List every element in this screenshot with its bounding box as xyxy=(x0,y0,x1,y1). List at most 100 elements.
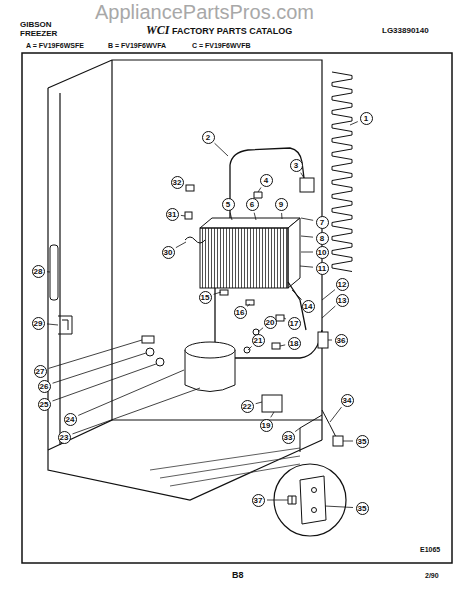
leader-line xyxy=(301,236,313,237)
leader-line xyxy=(350,122,358,125)
tube-clamp xyxy=(254,192,262,198)
callout-number: 4 xyxy=(260,174,273,187)
leader-line xyxy=(322,306,335,318)
callout-number: 5 xyxy=(222,198,235,211)
header-text: LG33890140 xyxy=(382,26,429,35)
leader-line xyxy=(256,402,262,404)
model-number: C = FV19F6WVFB xyxy=(192,42,251,49)
callout-number: 11 xyxy=(316,262,329,275)
refrigerant-tubing xyxy=(215,148,322,358)
callout-number: 35 xyxy=(356,435,369,448)
leader-line xyxy=(280,345,285,346)
relay-box xyxy=(262,395,282,412)
leader-line xyxy=(49,340,142,368)
callout-number: 3 xyxy=(290,159,303,172)
leader-line xyxy=(78,370,184,415)
clips xyxy=(185,185,284,353)
callout-number: 32 xyxy=(171,176,184,189)
callout-number: 14 xyxy=(302,300,315,313)
catalog-title: FACTORY PARTS CATALOG xyxy=(172,26,292,36)
leader-line xyxy=(295,428,300,432)
leader-line xyxy=(181,215,185,217)
leader-line xyxy=(72,388,200,434)
callout-number: 18 xyxy=(288,337,301,350)
callout-number: 2 xyxy=(202,131,215,144)
leader-line xyxy=(281,213,282,219)
page-frame xyxy=(22,53,452,563)
cabinet-outline xyxy=(48,60,322,500)
leader-line xyxy=(301,218,313,220)
callout-number: 17 xyxy=(288,317,301,330)
callout-number: 30 xyxy=(162,246,175,259)
hinge-bracket xyxy=(58,316,72,334)
model-number: B = FV19F6WVFA xyxy=(108,42,166,49)
callout-number: 25 xyxy=(38,398,51,411)
leader-line xyxy=(47,271,50,272)
callout-number: 33 xyxy=(282,431,295,444)
leader-line xyxy=(230,213,232,220)
leader-line xyxy=(300,266,313,267)
leader-line xyxy=(292,290,302,300)
base-grille xyxy=(150,448,300,486)
header-text: GIBSON xyxy=(20,20,52,29)
brand-logo: WCI xyxy=(146,23,169,38)
leader-line xyxy=(52,364,156,401)
callout-number: 37 xyxy=(252,494,265,507)
callout-number: 23 xyxy=(58,431,71,444)
callout-number: 34 xyxy=(341,394,354,407)
drain-pan xyxy=(318,332,328,348)
page-number: B8 xyxy=(232,570,244,580)
callout-number: 20 xyxy=(264,316,277,329)
leader-line xyxy=(176,242,186,248)
leader-line xyxy=(343,441,353,442)
header-text: FREEZER xyxy=(20,29,57,38)
watermark: AppliancePartsPros.com xyxy=(95,1,314,24)
callout-number: 9 xyxy=(275,198,288,211)
leader-line xyxy=(247,304,250,306)
callout-number: 35 xyxy=(356,502,369,515)
callout-number: 24 xyxy=(64,413,77,426)
callout-number: 15 xyxy=(199,291,212,304)
callout-number: 8 xyxy=(316,232,329,245)
leader-line xyxy=(258,328,263,332)
leader-line xyxy=(254,213,256,220)
thermostat xyxy=(300,178,314,192)
model-number: 2/90 xyxy=(425,572,439,579)
callout-number: 21 xyxy=(252,334,265,347)
condenser-coil xyxy=(332,72,352,272)
leader-line xyxy=(248,346,252,350)
callout-number: 6 xyxy=(246,198,259,211)
callout-number: 16 xyxy=(234,306,247,319)
leader-line xyxy=(47,324,58,325)
callout-number: 19 xyxy=(260,419,273,432)
callout-number: 26 xyxy=(38,380,51,393)
callout-number: 13 xyxy=(336,294,349,307)
callout-number: 22 xyxy=(241,400,254,413)
compressor xyxy=(142,336,235,392)
leader-line xyxy=(271,412,274,417)
callout-number: 10 xyxy=(316,246,329,259)
callout-number: 12 xyxy=(336,278,349,291)
leader-line xyxy=(258,187,261,192)
leader-line xyxy=(325,506,353,508)
leader-line xyxy=(322,290,335,300)
leader-line xyxy=(214,292,221,294)
callout-number: 1 xyxy=(360,112,373,125)
evaporator xyxy=(200,218,300,288)
callout-number: 7 xyxy=(316,216,329,229)
model-number: A = FV19F6WSFE xyxy=(26,42,84,49)
callout-number: 31 xyxy=(166,208,179,221)
leader-line xyxy=(215,143,228,156)
leader-line xyxy=(328,340,332,341)
callout-number: 28 xyxy=(32,265,45,278)
door-handle xyxy=(50,245,58,300)
leader-line xyxy=(53,353,146,383)
power-cord xyxy=(300,410,343,452)
leader-line xyxy=(284,318,286,320)
model-number: E1065 xyxy=(420,546,440,553)
leader-line xyxy=(301,252,313,253)
callout-number: 27 xyxy=(34,365,47,378)
leader-line xyxy=(301,173,304,178)
